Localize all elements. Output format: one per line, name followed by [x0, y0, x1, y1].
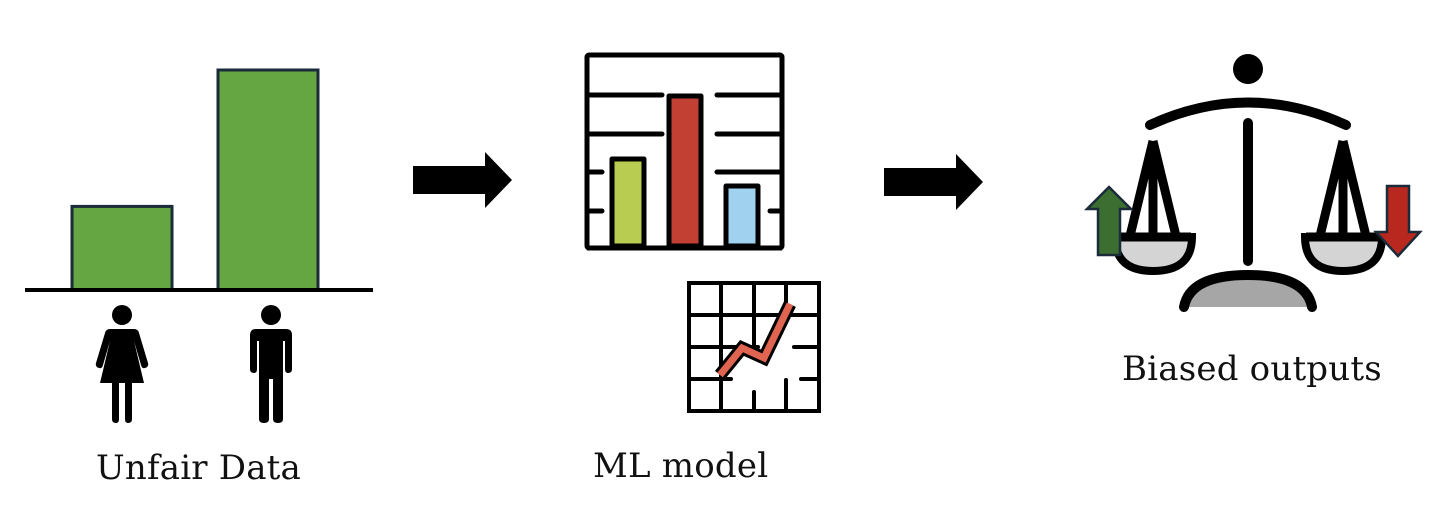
- bar-women: [70, 204, 174, 292]
- right-pan: [1300, 139, 1387, 276]
- ml-model-label: ML model: [593, 446, 769, 486]
- woman-icon: [95, 305, 149, 423]
- down-arrow-icon: [1373, 184, 1423, 258]
- scale-of-justice-icon: [1110, 54, 1387, 312]
- unfair-data-label: Unfair Data: [96, 448, 302, 488]
- trend-line-fill: [717, 302, 794, 378]
- up-arrow-icon: [1083, 185, 1135, 257]
- right-arrow-icon: [413, 152, 512, 208]
- bar-men: [216, 68, 320, 292]
- man-icon: [250, 305, 292, 423]
- right-arrow-icon: [884, 154, 983, 210]
- model-bar-2: [666, 93, 704, 249]
- line-chart-icon: [687, 281, 821, 413]
- bar-chart-icon: [584, 52, 785, 251]
- model-bar-1: [609, 156, 647, 249]
- model-bar-3: [723, 183, 761, 249]
- biased-outputs-label: Biased outputs: [1122, 349, 1382, 389]
